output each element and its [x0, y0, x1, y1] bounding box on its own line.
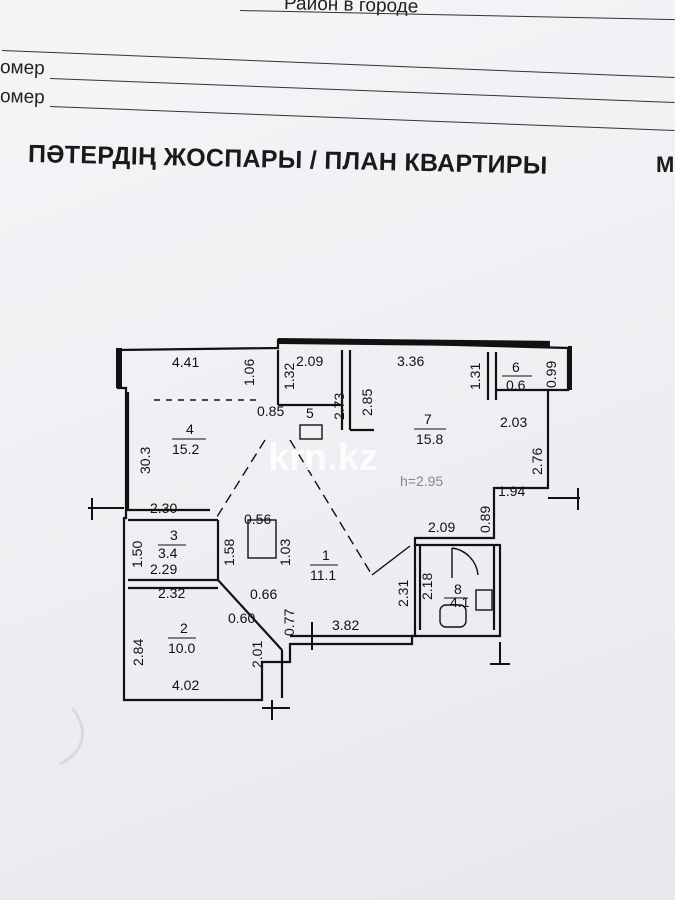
dim-1-58: 1.58: [221, 539, 237, 566]
room-8-area: 4.1: [450, 594, 470, 610]
room-1-area: 11.1: [310, 567, 336, 583]
room-6-area: 0.6: [506, 377, 526, 393]
dim-0-89: 0.89: [477, 506, 493, 533]
fixtures: [247, 424, 493, 628]
dim-2-31: 2.31: [395, 580, 411, 607]
dim-0-66: 0.66: [250, 586, 277, 602]
room-6-number: 6: [512, 359, 520, 375]
dim-0-60: 0.60: [228, 610, 255, 626]
room-3-area: 3.4: [158, 545, 178, 561]
room-7-area: 15.8: [416, 431, 443, 447]
dim-1-31: 1.31: [467, 363, 483, 390]
dim-3-82: 3.82: [332, 617, 359, 633]
dim-4-41: 4.41: [172, 354, 199, 370]
dim-1-50: 1.50: [129, 541, 145, 568]
grid-markers: [88, 488, 580, 720]
dim-1-03: 1.03: [277, 539, 293, 566]
dim-2-85: 2.85: [359, 389, 375, 416]
dim-0-56: 0.56: [244, 511, 271, 527]
dim-2-76: 2.76: [529, 448, 545, 475]
dim-1-32: 1.32: [281, 363, 297, 390]
room-7-number: 7: [424, 411, 432, 427]
sink-fixture: [475, 589, 493, 611]
dim-2-29: 2.29: [150, 561, 177, 577]
dim-0-85: 0.85: [257, 403, 284, 419]
room-3-number: 3: [170, 527, 178, 543]
dim-2-30: 2.30: [150, 500, 177, 516]
wall-fills: [116, 338, 572, 390]
dim-2-73: 2.73: [331, 393, 347, 420]
dim-3-36: 3.36: [397, 353, 424, 369]
room-8-number: 8: [454, 581, 462, 597]
dim-2-32: 2.32: [158, 585, 185, 601]
door-swings: [154, 399, 479, 578]
dim-2-09-top: 2.09: [296, 353, 323, 369]
dim-2-84: 2.84: [130, 639, 146, 666]
dim-2-03: 2.03: [500, 414, 527, 430]
dim-0-77: 0.77: [281, 609, 297, 636]
title-fragment-right: М: [656, 152, 675, 177]
toilet-fixture: [439, 604, 467, 628]
room-1-number: 1: [322, 547, 330, 563]
wardrobe-fixture: [247, 519, 277, 559]
room-4-area: 15.2: [172, 441, 199, 457]
dim-2-01: 2.01: [249, 641, 265, 668]
dimension-labels: 4.41 1.06 1.32 2.09 3.36 1.31 0.99 0.85 …: [129, 353, 559, 693]
dim-0-99: 0.99: [543, 361, 559, 388]
dim-2-18: 2.18: [419, 573, 435, 600]
dim-1-06: 1.06: [241, 359, 257, 386]
dim-30-3: 30.3: [137, 447, 153, 474]
dim-4-02: 4.02: [172, 677, 199, 693]
room-2-area: 10.0: [168, 640, 195, 656]
watermark: krn.kz: [268, 437, 378, 479]
dim-2-09-right: 2.09: [428, 519, 455, 535]
paper-smudge: [59, 707, 84, 766]
room-5-number: 5: [306, 405, 314, 421]
ceiling-height-note: h=2.95: [400, 473, 443, 489]
dim-1-94: 1.94: [498, 483, 525, 499]
room-4-number: 4: [186, 421, 194, 437]
bath-fixture: [299, 424, 323, 440]
room-2-number: 2: [180, 620, 188, 636]
room-labels: 1 11.1 2 10.0 3 3.4 4 15.2 5 6 0.6 7 15.…: [158, 359, 532, 656]
